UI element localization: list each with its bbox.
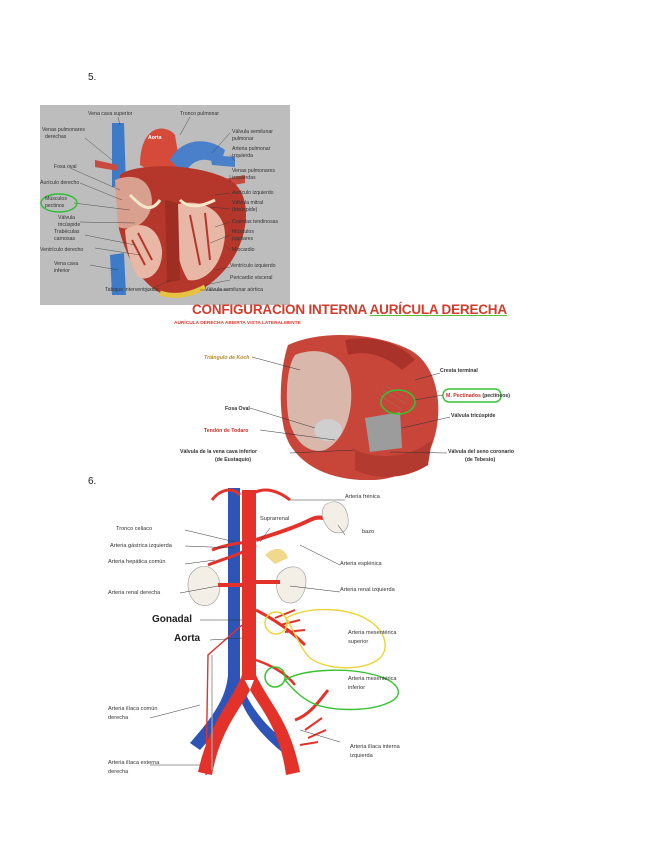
question-number-6: 6. <box>88 476 96 487</box>
label-musculos-papilares-1: Músculos <box>232 229 254 235</box>
label-mesenterica-inferior-2: inferior <box>348 685 365 692</box>
label-valvula-tricuspide-1: Válvula <box>58 215 75 221</box>
label-arteria-hepatica-comun: Arteria hepática común <box>108 559 166 566</box>
label-vena-cava-inferior-1: Vena cava <box>54 261 78 267</box>
label-valvula-mitral-2: (bicúspide) <box>232 207 257 213</box>
right-atrium-figure: CONFIGURACION INTERNA AURÍCULA DERECHA A… <box>170 300 505 480</box>
label-tronco-pulmonar: Tronco pulmonar <box>180 111 219 117</box>
label-m-pectinados-name: M. Pectinados <box>446 393 481 399</box>
label-cresta-terminal: Cresta terminal <box>440 368 478 374</box>
label-gonadal: Gonadal <box>152 614 192 625</box>
label-arteria-pulmonar-izquierda-2: izquierda <box>232 153 253 159</box>
label-iliaca-interna-2: izquierda <box>350 753 373 760</box>
label-ventriculo-izquierdo: Ventrículo izquierdo <box>230 263 276 269</box>
label-venas-pulmonares-derechas-1: Venas pulmonares <box>42 127 85 133</box>
highlight-circle-mesenterica-inferior <box>265 667 285 687</box>
label-venas-pulmonares-derechas-2: derechas <box>45 134 66 140</box>
label-auriculo-izquierdo: Aurículo izquierdo <box>232 190 274 196</box>
label-venas-pulmonares-izquierdas-2: izquierdas <box>232 175 256 181</box>
label-triangulo-koch: Triángulo de Koch <box>204 355 249 361</box>
label-cuerdas-tendinosas: Cuerdas tendinosas <box>232 219 278 225</box>
label-valvula-tricuspide-2: tricúspide <box>58 222 80 228</box>
label-pericardio-visceral: Pericardio visceral <box>230 275 272 281</box>
label-mesenterica-superior-2: superior <box>348 639 368 646</box>
label-valvula-seno-1: Válvula del seno coronario <box>448 449 514 455</box>
label-iliaca-comun-1: Arteria ilíaca común <box>108 706 157 713</box>
heart-anatomy-figure: Vena cava superior Tronco pulmonar Aorta… <box>40 105 290 305</box>
label-arteria-gastrica-izquierda: Arteria gástrica izquierda <box>110 543 172 550</box>
label-venas-pulmonares-izquierdas-1: Venas pulmonares <box>232 168 275 174</box>
label-arteria-renal-izquierda: Arteria renal izquierda <box>340 587 395 594</box>
label-tabique-interventricular: Tabique interventricular <box>105 287 159 293</box>
label-musculos-pectinos-1: Músculos <box>45 196 67 202</box>
label-iliaca-comun-2: derecha <box>108 715 128 722</box>
label-fosa-oval: Fosa Oval <box>225 406 250 412</box>
label-miocardio: Miocardio <box>232 247 255 253</box>
label-trabeculas-2: carnosas <box>54 236 75 242</box>
label-aorta: Aorta <box>174 633 200 644</box>
label-valvula-semilunar-pulmonar-2: pulmonar <box>232 136 254 142</box>
label-aorta: Aorta <box>148 135 162 141</box>
label-mesenterica-inferior-1: Arteria mesentérica <box>348 676 397 683</box>
label-ventriculo-derecho: Ventrículo derecho <box>40 247 83 253</box>
label-arteria-frenica: Arteria frénica <box>345 494 380 501</box>
label-tendon-todaro: Tendón de Todaro <box>204 428 248 434</box>
label-iliaca-externa-2: derecha <box>108 769 128 776</box>
label-bazo: bazo <box>362 529 374 536</box>
label-valvula-semilunar-aortica: Válvula semilunar aórtica <box>205 287 263 293</box>
abdominal-aorta-figure: Arteria frénica Suprarrenal bazo Tronco … <box>100 480 445 780</box>
label-vena-cava-inferior-2: inferior <box>54 268 70 274</box>
label-tronco-celiaco: Tronco celiaco <box>116 526 152 533</box>
question-number-5: 5. <box>88 72 96 83</box>
label-trabeculas-1: Trabéculas <box>54 229 79 235</box>
label-mesenterica-superior-1: Arteria mesentérica <box>348 630 397 637</box>
label-iliaca-externa-1: Arteria ilíaca externa <box>108 760 159 767</box>
label-valvula-vena-cava-1: Válvula de la vena cava inferior <box>180 449 257 455</box>
label-valvula-semilunar-pulmonar-1: Válvula semilunar <box>232 129 273 135</box>
label-m-pectinados-extra: (pectíneos) <box>482 393 510 399</box>
label-arteria-pulmonar-izquierda-1: Arteria pulmonar <box>232 146 270 152</box>
label-musculos-papilares-2: papilares <box>232 236 253 242</box>
label-iliaca-interna-1: Arteria ilíaca interna <box>350 744 400 751</box>
label-m-pectinados: M. Pectinados (pectíneos) <box>446 393 510 399</box>
label-valvula-seno-2: (de Tebesio) <box>465 457 495 463</box>
label-valvula-mitral-1: Válvula mitral <box>232 200 263 206</box>
label-valvula-vena-cava-2: (de Eustaquio) <box>215 457 251 463</box>
label-arteria-esplenica: Arteria esplénica <box>340 561 382 568</box>
label-musculos-pectinos-2: pectinos <box>45 203 64 209</box>
label-fosa-oval: Fosa oval <box>54 164 77 170</box>
label-suprarrenal: Suprarrenal <box>260 516 289 523</box>
label-valvula-tricuspide: Válvula tricúspide <box>451 413 495 419</box>
label-vena-cava-superior: Vena cava superior <box>88 111 132 117</box>
label-auriculo-derecho: Aurículo derecho <box>40 180 79 186</box>
label-arteria-renal-derecha: Arteria renal derecha <box>108 590 160 597</box>
